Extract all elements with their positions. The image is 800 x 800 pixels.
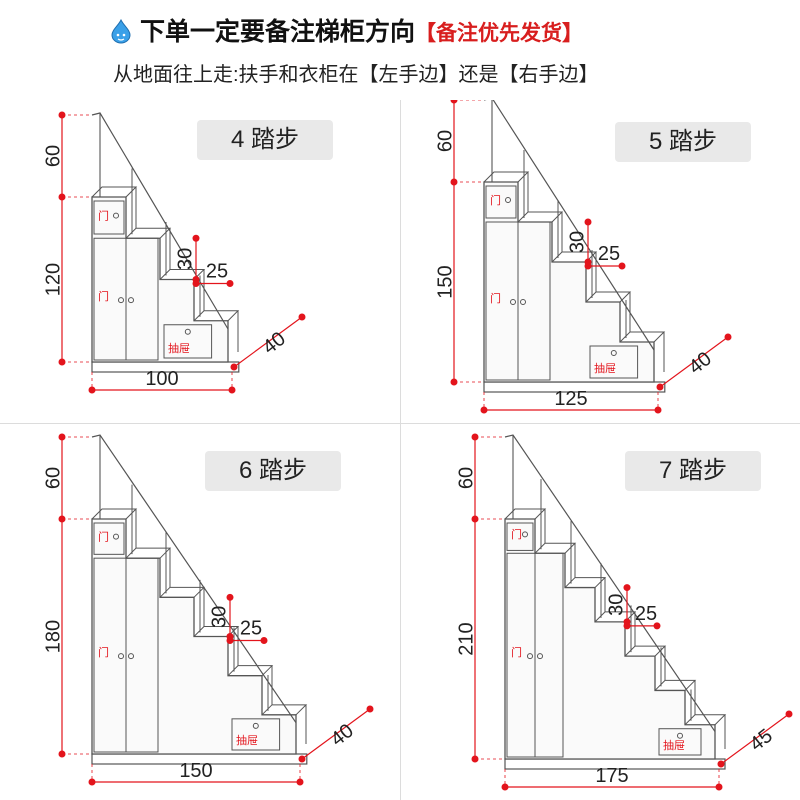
step-tread — [483, 171, 530, 183]
step-tread — [504, 508, 547, 520]
dim-riser: 30 — [174, 248, 196, 270]
step-count-badge: 7 踏步 — [625, 451, 761, 491]
step-tread — [125, 547, 172, 559]
dim-width: 175 — [595, 765, 628, 787]
dim-width: 125 — [554, 388, 587, 410]
step-count-badge: 6 踏步 — [205, 451, 341, 491]
step-tread — [193, 310, 240, 322]
door-label: 门 — [98, 530, 109, 544]
dim-top-height: 60 — [42, 145, 64, 167]
dim-tread: 25 — [206, 261, 228, 283]
panel-divider-vertical — [400, 100, 401, 800]
dim-depth: 40 — [685, 348, 716, 379]
page-subtitle: 从地面往上走:扶手和衣柜在【左手边】还是【右手边】 — [113, 64, 599, 86]
step-tread — [261, 704, 308, 716]
dim-width: 150 — [179, 760, 212, 782]
step-tread — [619, 331, 666, 343]
drawer — [658, 728, 702, 756]
step-tread — [159, 586, 206, 598]
step-tread — [564, 577, 607, 588]
dim-width: 100 — [145, 368, 178, 390]
dim-top-height: 60 — [42, 467, 64, 489]
step-tread — [125, 227, 172, 239]
title-text: 下单一定要备注梯柜方向 — [140, 18, 416, 46]
drawer-label: 抽屉 — [594, 361, 616, 375]
door-label: 门 — [511, 645, 522, 659]
dim-middle-height: 210 — [455, 622, 477, 655]
dim-tread: 25 — [240, 618, 262, 640]
dim-middle-height: 120 — [42, 263, 64, 296]
step-tread — [594, 611, 637, 623]
step-tread — [91, 508, 138, 520]
step-tread — [91, 186, 138, 198]
dim-top-height: 60 — [434, 130, 456, 152]
step-tread — [585, 291, 632, 303]
dim-riser: 30 — [605, 594, 627, 616]
dim-tread: 25 — [635, 603, 657, 625]
drawer-label: 抽屉 — [168, 341, 190, 355]
dim-middle-height: 150 — [434, 265, 456, 298]
dim-tread: 25 — [598, 243, 620, 265]
dim-middle-height: 180 — [42, 620, 64, 653]
door-label: 门 — [98, 289, 109, 303]
page-title: 下单一定要备注梯柜方向【备注优先发货】 — [110, 12, 583, 48]
step-tread — [159, 269, 206, 280]
drawer — [163, 324, 213, 359]
dim-riser: 30 — [208, 606, 230, 628]
step-tread — [517, 211, 564, 223]
drawer-label: 抽屉 — [663, 738, 685, 752]
dim-top-height: 60 — [455, 467, 477, 489]
step-tread — [227, 665, 274, 677]
dim-depth: 40 — [259, 328, 290, 359]
dim-depth: 40 — [327, 720, 358, 751]
stair-front-face — [504, 518, 716, 760]
step-tread — [193, 626, 240, 637]
step-count-badge: 5 踏步 — [615, 122, 751, 162]
door-label: 门 — [98, 209, 109, 223]
step-tread — [551, 251, 598, 263]
stair-front-face — [483, 181, 655, 383]
door-label: 门 — [490, 291, 501, 305]
step-count-badge: 4 踏步 — [197, 120, 333, 160]
step-tread — [534, 542, 577, 554]
drawer — [589, 345, 639, 379]
dim-riser: 30 — [566, 231, 588, 253]
door-label: 门 — [511, 527, 522, 541]
door-label: 门 — [490, 193, 501, 207]
dim-depth: 45 — [746, 725, 777, 756]
step-tread — [684, 714, 727, 726]
door-label: 门 — [98, 645, 109, 659]
drawer — [231, 718, 281, 751]
drawer-label: 抽屉 — [236, 733, 258, 747]
water-drop-icon — [111, 18, 131, 44]
priority-tag: 【备注优先发货】 — [415, 22, 584, 45]
